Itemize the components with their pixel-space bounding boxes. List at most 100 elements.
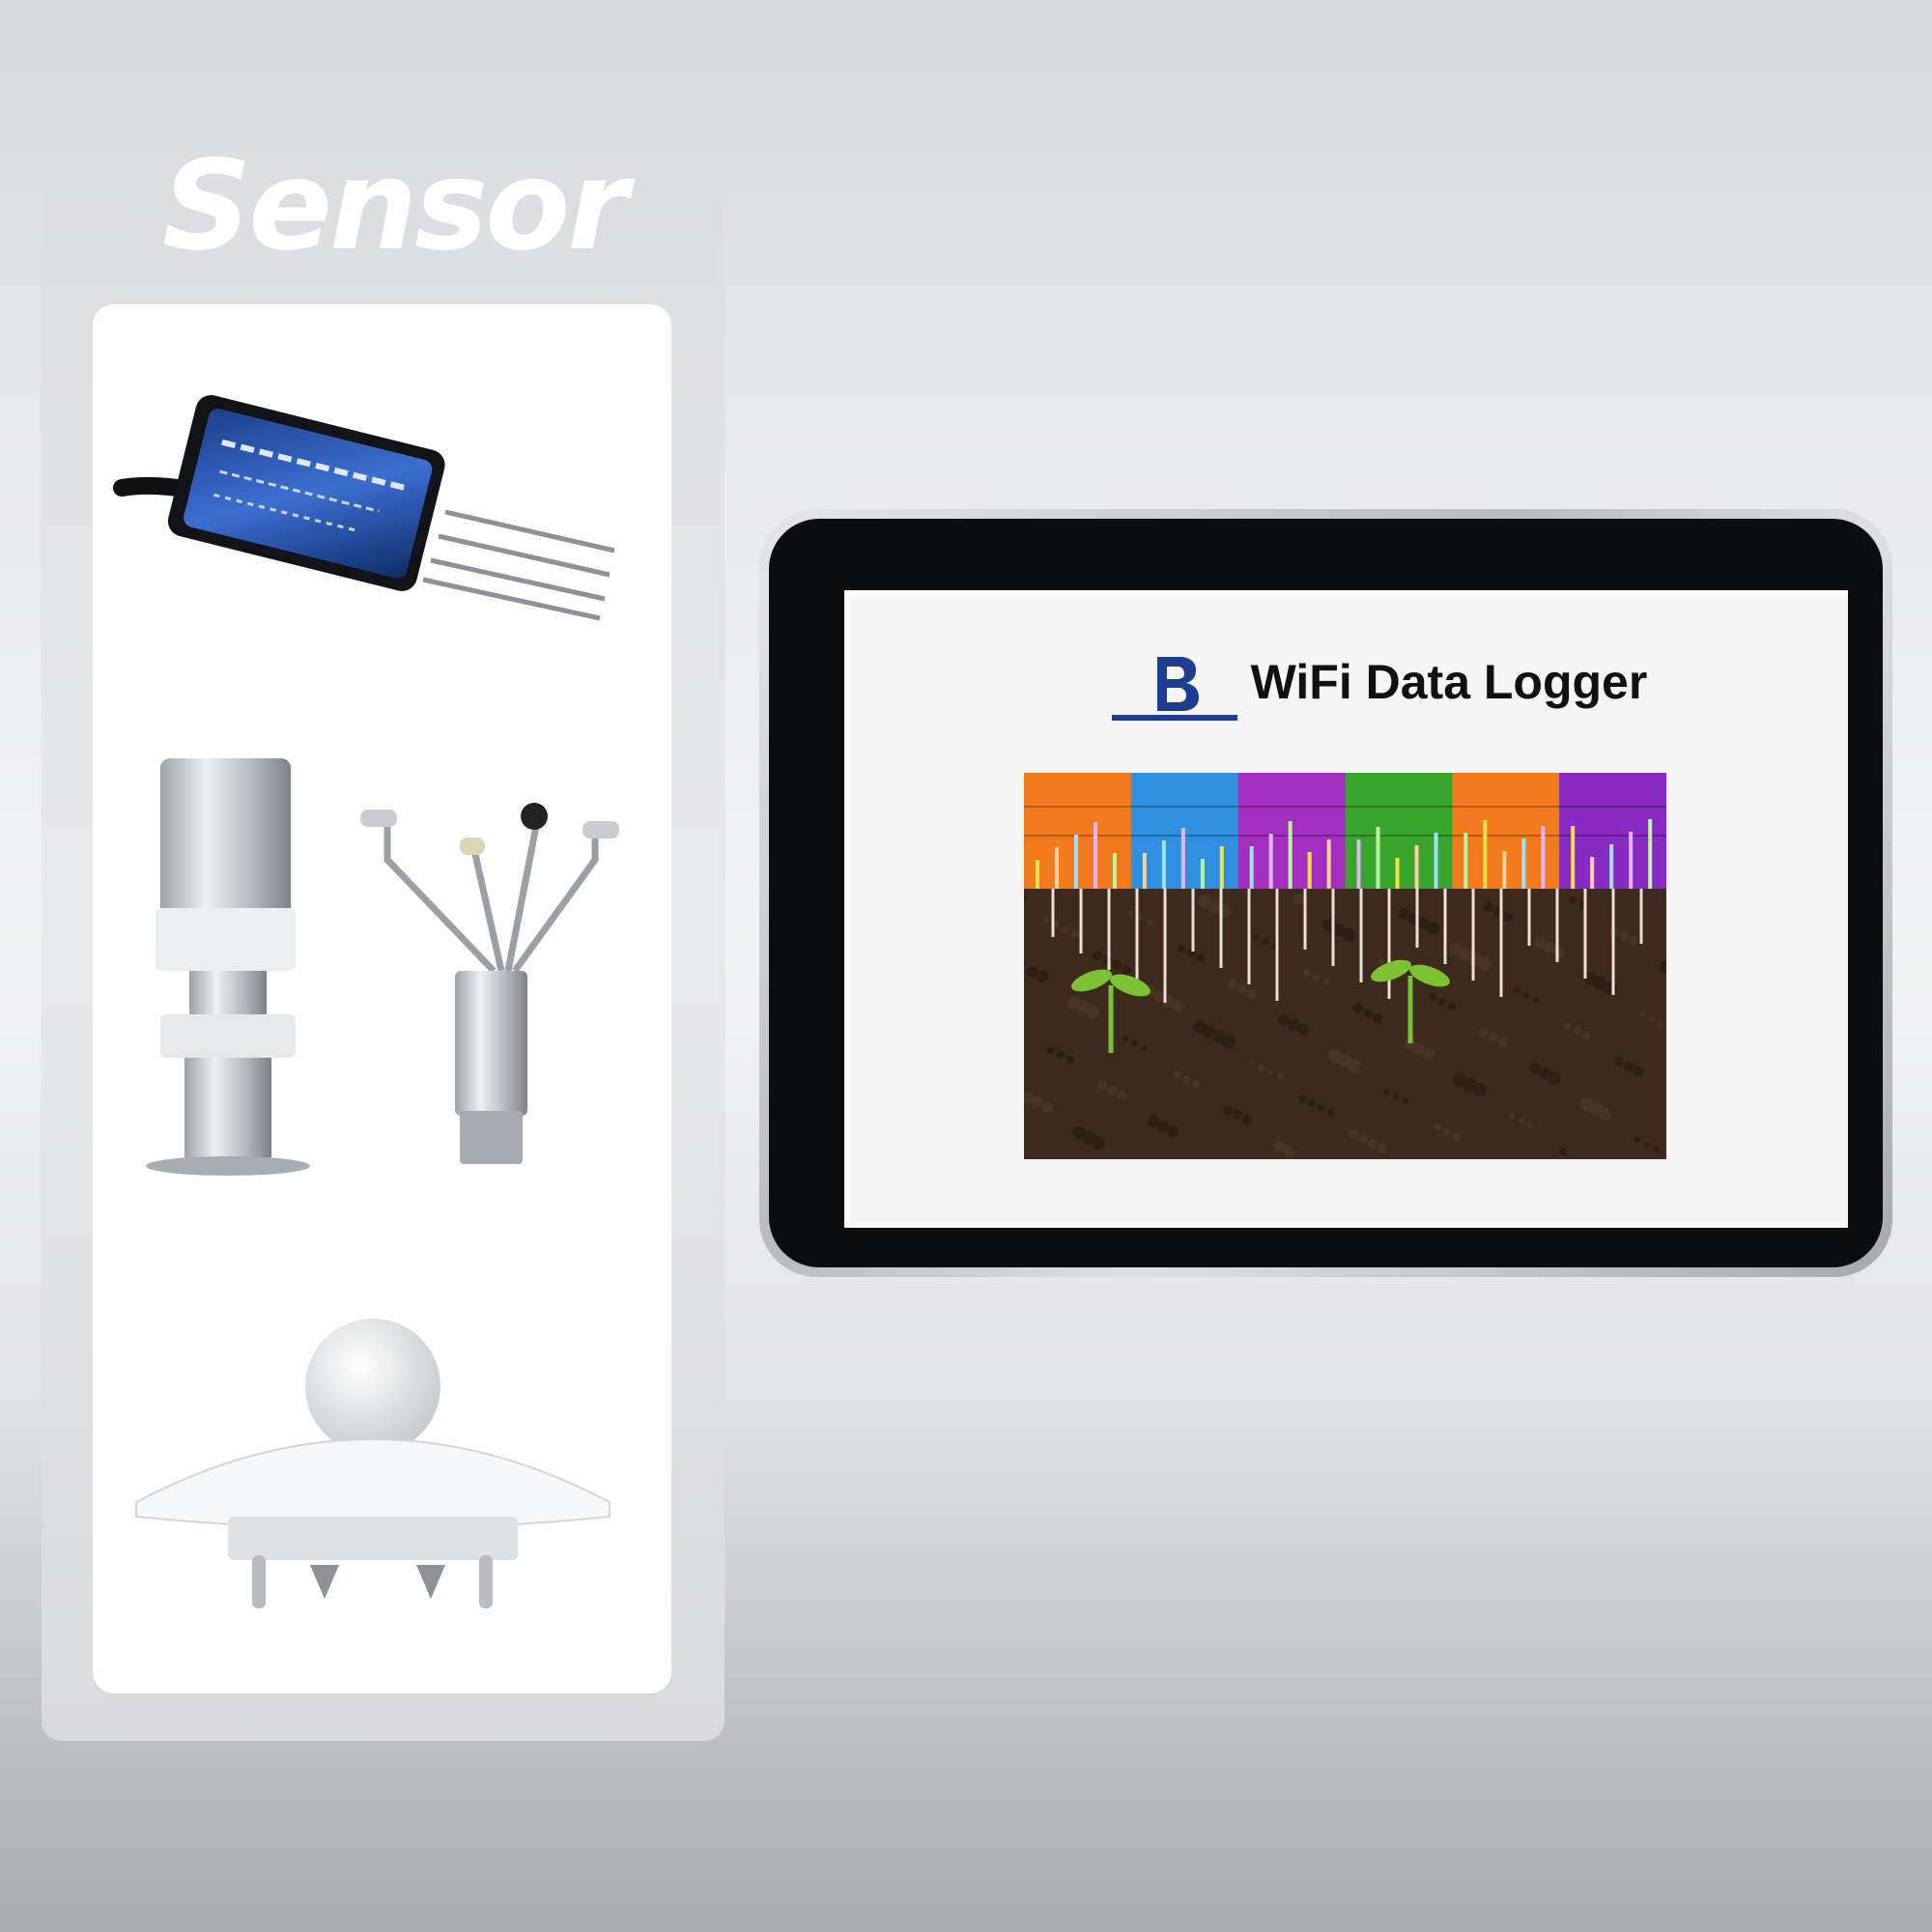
soil-grain: [1378, 958, 1384, 964]
dashboard-bar: [1200, 859, 1205, 889]
dashboard-bar: [1414, 845, 1419, 889]
soil-grain: [1032, 1096, 1043, 1108]
soil-moisture-sensor: [113, 395, 615, 621]
sensor-card: [93, 304, 671, 1693]
soil-grain: [1413, 1043, 1425, 1055]
soil-grain: [1639, 1011, 1645, 1017]
dashboard-bar: [1541, 826, 1546, 889]
soil-grain: [1584, 972, 1598, 985]
soil-grain: [1443, 1128, 1451, 1136]
soil-grain: [1644, 1142, 1650, 1148]
soil-grain: [1173, 1070, 1180, 1078]
soil-grain: [1273, 1140, 1285, 1151]
soil-grain: [1297, 1024, 1309, 1036]
soil-grain: [1228, 980, 1237, 989]
dashboard-bar: [1094, 822, 1097, 889]
dashboard-bar: [1268, 834, 1273, 889]
soil-grain: [1097, 1081, 1107, 1091]
soil-grain: [1564, 1022, 1572, 1030]
soil-grain: [1548, 1072, 1560, 1084]
soil-grain: [1148, 1116, 1159, 1127]
dashboard-bar: [1376, 827, 1380, 889]
dashboard-bar: [1609, 844, 1614, 889]
soil-grain: [1519, 1118, 1524, 1123]
soil-grain: [1132, 1040, 1138, 1046]
soil-grain: [1349, 1129, 1358, 1139]
soil-grain: [1298, 1094, 1306, 1102]
pyranometer-sensor: [135, 1319, 611, 1608]
soil-grain: [1423, 1048, 1435, 1060]
soil-grain: [1122, 965, 1131, 975]
soil-grain: [1569, 896, 1577, 904]
soil-grain: [1539, 1067, 1550, 1079]
soil-grain: [1574, 1027, 1581, 1035]
logger-title: WiFi Data Logger: [1250, 655, 1648, 709]
soil-grain: [1529, 1063, 1541, 1074]
sensor-title: Sensor: [162, 134, 628, 278]
soil-grain: [1178, 945, 1185, 952]
soil-grain: [1167, 1125, 1179, 1137]
soil-grain: [1267, 1069, 1273, 1075]
seedling: [1071, 969, 1151, 1053]
brand-logo: [1112, 657, 1237, 721]
soil-grain: [1509, 1113, 1515, 1119]
ultrasonic-wind-sensor: [146, 758, 310, 1176]
soil-grain: [1041, 1101, 1053, 1113]
soil-grain: [1624, 1062, 1634, 1071]
dashboard-bar: [1074, 835, 1078, 889]
dashboard-bar: [1036, 860, 1039, 889]
soil-grain: [1024, 895, 1027, 901]
soil-grain: [1313, 974, 1321, 981]
soil-grain: [1071, 930, 1079, 938]
soil-grain: [1523, 992, 1529, 998]
soil-grain: [1327, 1109, 1335, 1117]
soil-grain: [1363, 1009, 1373, 1018]
soil-grain: [1237, 984, 1247, 994]
soil-grain: [1283, 1145, 1294, 1156]
soil-grain: [1448, 1003, 1456, 1010]
soil-grain: [1193, 1020, 1207, 1034]
soil-grain: [1544, 942, 1555, 953]
dashboard-bar: [1629, 832, 1634, 889]
soil-grain: [1107, 1086, 1117, 1095]
soil-grain: [1368, 1139, 1378, 1149]
dashboard-bar: [1288, 821, 1293, 889]
dashboard-bar: [1307, 852, 1312, 889]
soil-grain: [1383, 1089, 1389, 1094]
soil-grain: [1634, 1137, 1640, 1143]
soil-grain: [1328, 1049, 1342, 1063]
soil-grain: [1117, 1091, 1126, 1100]
dashboard-bar: [1502, 851, 1507, 889]
soil-grain: [1037, 971, 1048, 982]
dashboard-bar: [1648, 819, 1653, 889]
seedling: [1371, 959, 1450, 1043]
soil-grain: [1293, 894, 1304, 905]
soil-grain: [1514, 987, 1520, 993]
soil-grain: [1418, 918, 1430, 929]
soil-grain: [1498, 1037, 1508, 1047]
dashboard-bar: [1161, 840, 1166, 889]
soil-grain: [1172, 1000, 1183, 1011]
dashboard-bar: [1434, 833, 1438, 889]
soil-grain: [1127, 910, 1133, 916]
dashboard-bar: [1483, 820, 1488, 889]
soil-grain: [1660, 961, 1666, 973]
soil-grain: [1428, 923, 1439, 934]
soil-grain: [1258, 1065, 1264, 1070]
dashboard-bar: [1219, 846, 1224, 889]
soil-grain: [1559, 1148, 1567, 1155]
tablet-device: WiFi Data Logger: [759, 509, 1892, 1277]
dashboard-bar: [1571, 826, 1576, 889]
soil-grain: [1399, 908, 1410, 920]
soil-grain: [1373, 1013, 1382, 1023]
soil-grain: [1659, 1021, 1664, 1027]
dashboard-chart: [1024, 773, 1666, 1159]
soil-grain: [1378, 1144, 1387, 1153]
soil-grain: [1454, 1073, 1467, 1087]
tablet-screen: WiFi Data Logger: [844, 590, 1848, 1228]
soil-grain: [1182, 1075, 1190, 1083]
soil-grain: [1062, 925, 1069, 933]
soil-grain: [1242, 1115, 1252, 1124]
soil-grain: [1233, 1110, 1242, 1120]
soil-grain: [1353, 1004, 1363, 1013]
